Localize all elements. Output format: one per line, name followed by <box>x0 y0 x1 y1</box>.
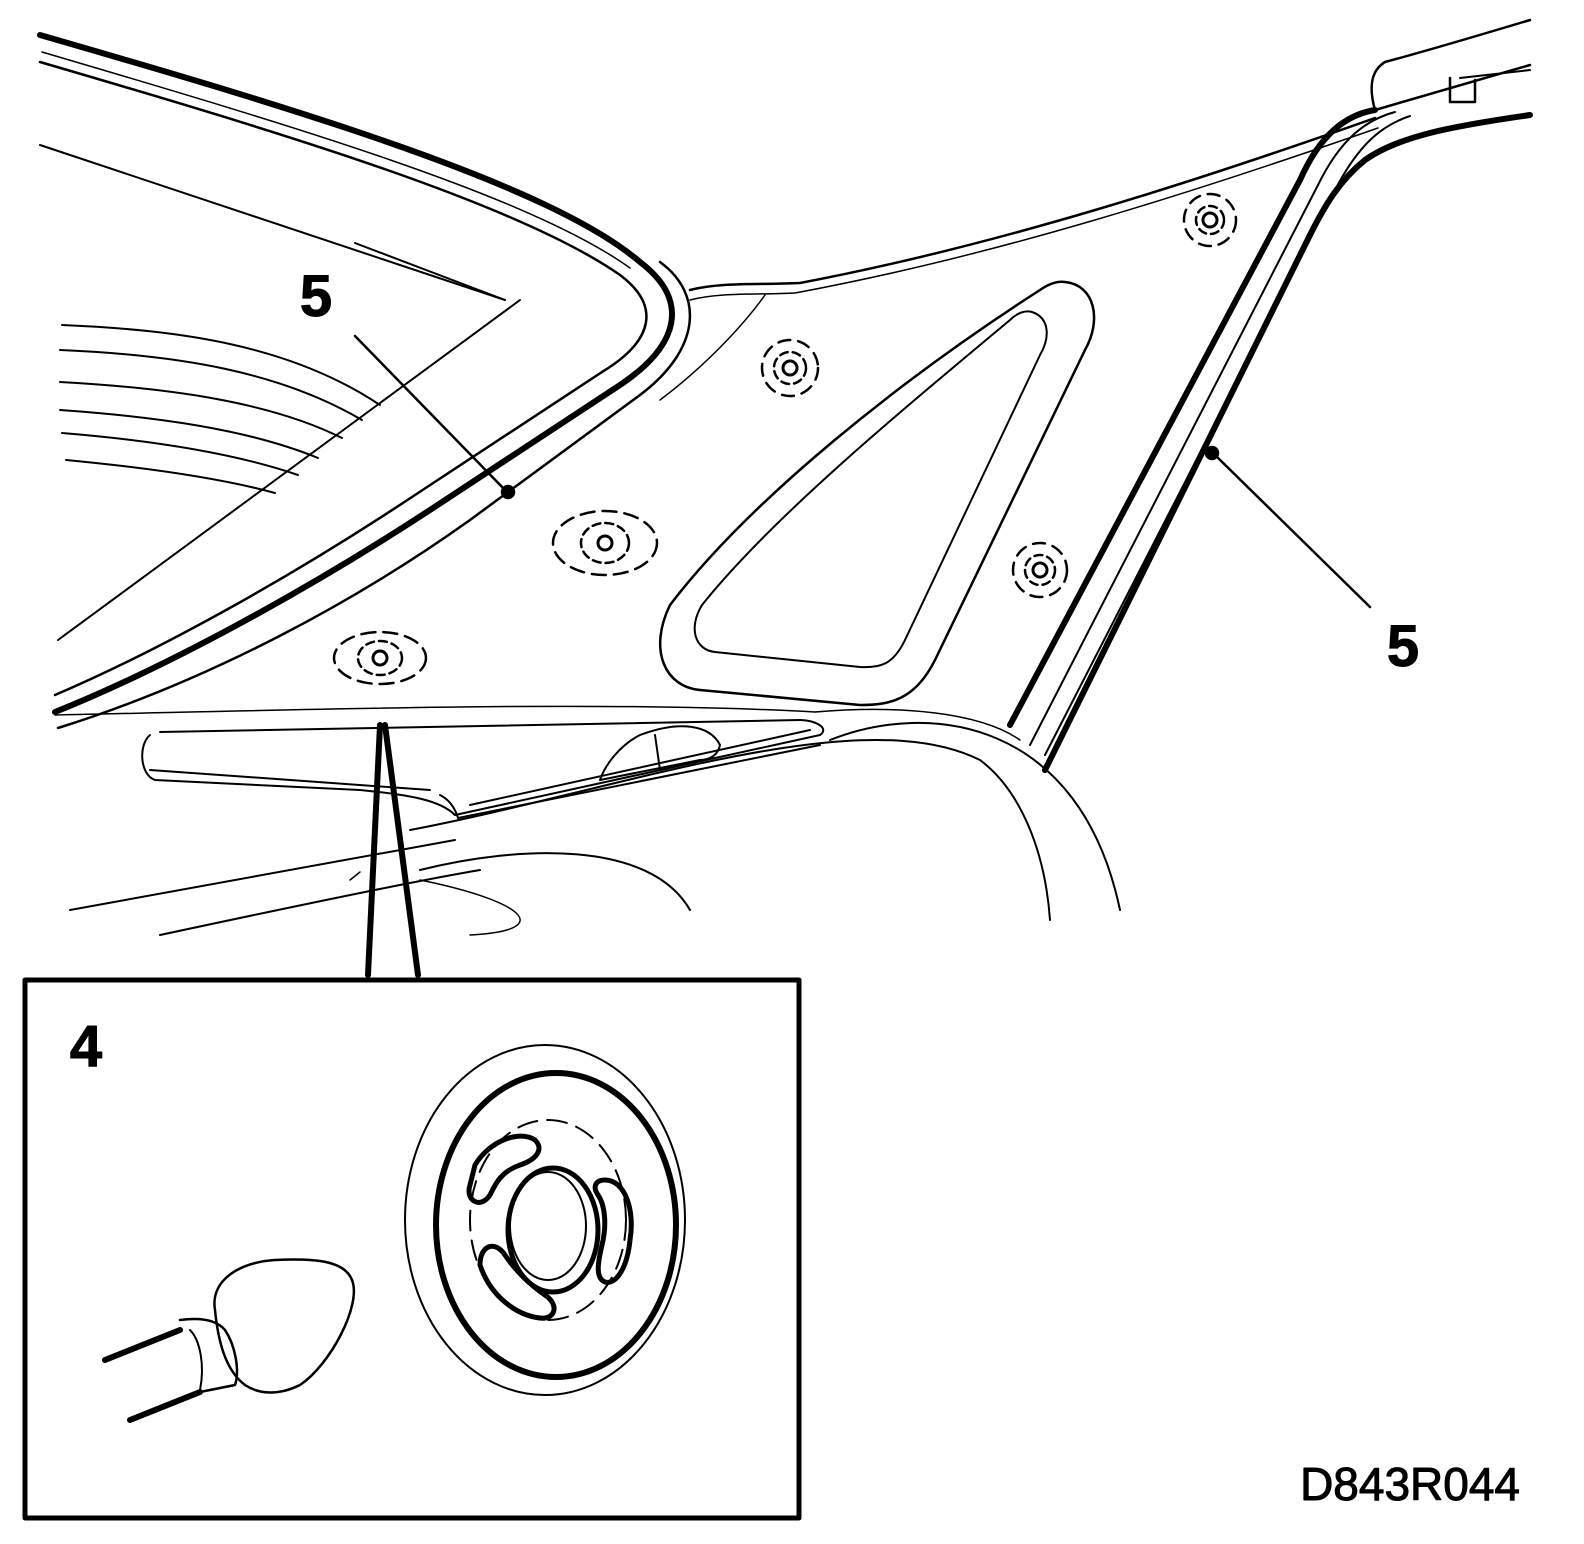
fastener-clips <box>332 192 1238 686</box>
inset-frame <box>22 977 802 1521</box>
figure-code: D843R044 <box>1300 1458 1520 1510</box>
clip-slot-right <box>592 1177 634 1285</box>
callout-right-seal: 5 <box>1387 614 1419 679</box>
callout-left-seal: 5 <box>300 264 332 329</box>
inset-connector <box>365 722 421 978</box>
inset-detail <box>22 977 802 1521</box>
tool-shaft-bottom <box>127 1389 203 1423</box>
clip-4 <box>551 509 659 577</box>
tool-shaft-top <box>102 1327 183 1363</box>
clip-1 <box>760 338 820 398</box>
leader-dot-right <box>1204 445 1220 461</box>
rear-window-glass <box>39 144 521 641</box>
callout-inset: 4 <box>70 1014 102 1079</box>
clip-center-hole <box>505 1165 601 1295</box>
clip-3 <box>1011 541 1069 599</box>
clip-center-inner <box>509 1171 587 1281</box>
tool-ferrule-ring <box>189 1329 203 1391</box>
leader-left-seal <box>353 334 507 492</box>
leader-dot-left <box>500 484 516 500</box>
tool-ferrule <box>178 1317 239 1394</box>
c-pillar-trim-panel <box>54 116 1379 741</box>
leader-right-seal <box>1213 453 1372 609</box>
parcel-shelf-and-seat <box>69 719 1121 936</box>
leader-lines <box>353 334 1372 609</box>
clip-5 <box>332 630 428 686</box>
tool-head <box>213 1258 355 1394</box>
clip-2 <box>1182 192 1238 248</box>
left-window-seal <box>37 32 692 730</box>
right-pillar-seal <box>1007 18 1533 773</box>
clip-slot-bottom <box>477 1243 557 1321</box>
clip-rim <box>433 1070 679 1380</box>
clip-slot-top <box>466 1133 542 1205</box>
clip-outer-face <box>404 1044 686 1396</box>
clip-dashed-ring <box>469 1119 627 1321</box>
